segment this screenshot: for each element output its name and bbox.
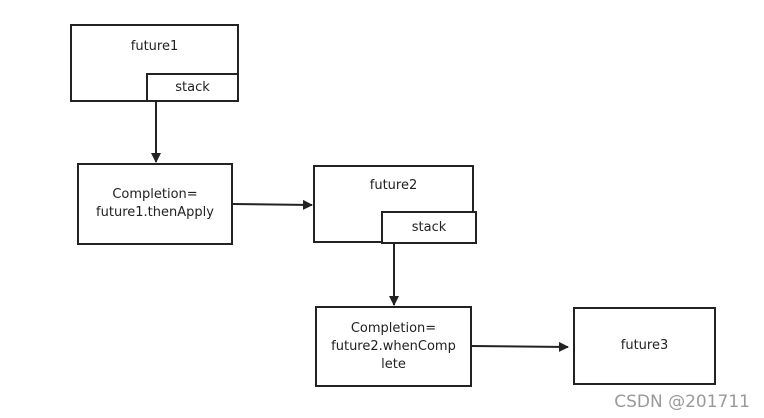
future2-label: future2 — [369, 178, 418, 193]
completion2-line1: Completion= — [350, 320, 437, 336]
arrow-completion1-to-future2 — [232, 199, 313, 210]
watermark-text: CSDN @201711 — [614, 392, 750, 412]
arrow-completion2-to-future3 — [471, 341, 569, 352]
completion1-node: Completion= future1.thenApply — [77, 163, 233, 245]
future3-node: future3 — [573, 307, 716, 385]
future1-stack: stack — [146, 73, 239, 102]
completion2-line2: future2.whenComp — [331, 338, 456, 354]
future3-label: future3 — [620, 338, 669, 353]
future1-label: future1 — [130, 39, 179, 54]
completion2-line3: lete — [381, 356, 406, 372]
completion1-line1: Completion= — [112, 187, 198, 202]
completion1-line2: future1.thenApply — [96, 205, 214, 220]
future2-stack: stack — [381, 211, 477, 244]
completion2-node: Completion= future2.whenComp lete — [315, 306, 472, 387]
